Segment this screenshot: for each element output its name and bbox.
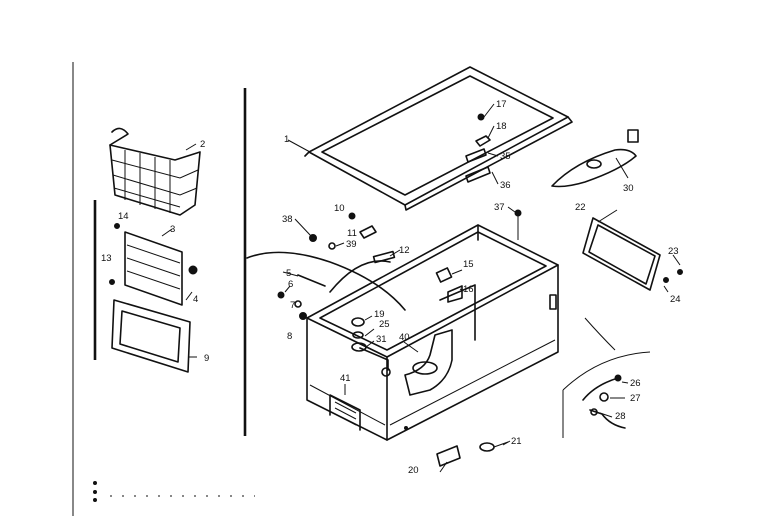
basket [109, 127, 201, 216]
label-14: 14 [118, 211, 129, 222]
back-panel [582, 217, 683, 291]
left-hardware [277, 285, 307, 320]
label-21: 21 [511, 436, 522, 447]
label-40: 40 [399, 332, 410, 343]
label-39: 39 [346, 239, 357, 250]
label-22: 22 [575, 202, 586, 213]
label-24: 24 [670, 294, 681, 305]
lid [287, 66, 573, 211]
label-26: 26 [630, 378, 641, 389]
label-10: 10 [334, 203, 345, 214]
label-27: 27 [630, 393, 641, 404]
label-7: 7 [290, 300, 295, 311]
label-11: 11 [347, 228, 357, 239]
label-41: 41 [340, 373, 351, 384]
freezer-cabinet [306, 224, 559, 441]
light-housing [551, 129, 639, 188]
frame-lines [72, 62, 651, 516]
label-2: 2 [200, 139, 205, 150]
label-36: 36 [500, 180, 511, 191]
label-8: 8 [287, 331, 292, 342]
label-3: 3 [170, 224, 175, 235]
label-17: 17 [496, 99, 507, 110]
label-16: 16 [463, 284, 474, 295]
scan-artifacts [93, 481, 255, 502]
knob-assembly [351, 317, 391, 377]
drain [404, 284, 476, 396]
bottom-parts [436, 441, 509, 467]
label-5: 5 [286, 268, 291, 279]
divider [109, 223, 198, 306]
label-25: 25 [379, 319, 390, 330]
callout-labels: 1 2 3 4 5 6 7 8 9 10 11 12 13 14 15 16 1… [101, 99, 681, 476]
label-18: 18 [496, 121, 507, 132]
label-20: 20 [408, 465, 419, 476]
label-28: 28 [615, 411, 626, 422]
label-38: 38 [282, 214, 293, 225]
lid-hardware [465, 103, 499, 185]
label-1: 1 [284, 134, 289, 145]
hinge-screw [514, 209, 522, 240]
leader-lines [161, 143, 681, 473]
label-15: 15 [463, 259, 474, 270]
control-panel [111, 299, 191, 373]
label-37: 37 [494, 202, 505, 213]
label-6: 6 [288, 279, 293, 290]
label-19: 19 [374, 309, 385, 320]
label-23: 23 [668, 246, 679, 257]
tubing [246, 250, 406, 311]
label-12: 12 [399, 245, 410, 256]
label-35: 35 [500, 151, 511, 162]
label-9: 9 [204, 353, 209, 364]
top-hardware [309, 212, 377, 250]
label-13: 13 [101, 253, 112, 264]
label-4: 4 [193, 294, 198, 305]
label-31: 31 [376, 334, 387, 345]
switch [435, 267, 463, 303]
label-30: 30 [623, 183, 634, 194]
